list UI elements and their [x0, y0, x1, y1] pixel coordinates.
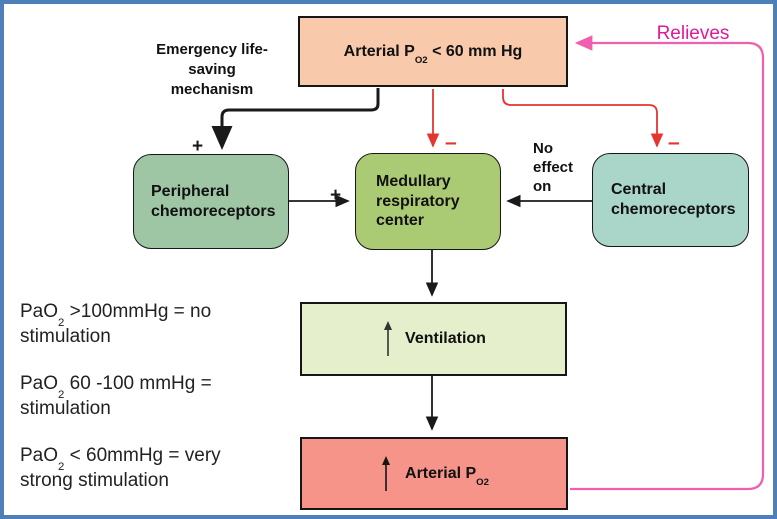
box-medullary-respiratory-center-label: Medullary respiratory center: [376, 173, 460, 230]
note-pao2-below-60: PaO2 < 60mmHg = very strong stimulation: [20, 445, 221, 492]
note-pao2-60-100: PaO2 60 -100 mmHg = stimulation: [20, 373, 212, 420]
arrow-relieves-feedback: [570, 35, 765, 491]
box-central-chemoreceptors: Central chemoreceptors: [592, 153, 749, 247]
note-pao2-above-100: PaO2 >100mmHg = no stimulation: [20, 301, 212, 348]
box-arterial-po2-low: Arterial PO2 < 60 mm Hg: [298, 16, 568, 87]
box-peripheral-chemoreceptors-label: Peripheral chemoreceptors: [151, 182, 276, 220]
minus-sign-central: –: [668, 131, 680, 154]
box-arterial-po2-low-label: Arterial PO2 < 60 mm Hg: [343, 42, 523, 67]
pao2-stimulation-notes: PaO2 >100mmHg = no stimulation PaO2 60 -…: [20, 299, 244, 515]
box-ventilation: Ventilation: [300, 302, 567, 376]
relieves-label: Relieves: [656, 23, 730, 44]
increase-arrow-icon: [382, 455, 391, 491]
box-central-chemoreceptors-label: Central chemoreceptors: [611, 181, 736, 218]
box-arterial-po2-up: Arterial PO2: [300, 437, 568, 510]
no-effect-label: No effect on: [533, 140, 574, 195]
plus-sign-peripheral: +: [192, 136, 204, 157]
minus-sign-medullary: –: [445, 131, 457, 154]
box-arterial-po2-up-label: Arterial PO2: [405, 464, 489, 489]
box-peripheral-chemoreceptors: Peripheral chemoreceptors: [133, 154, 289, 249]
box-ventilation-label: Ventilation: [405, 330, 486, 348]
increase-arrow-icon: [384, 321, 393, 356]
arrow-arterial-to-central-inhibit: [502, 89, 664, 148]
emergency-mechanism-label: Emergency life-saving mechanism: [156, 41, 268, 98]
plus-sign-medullary: +: [330, 185, 342, 206]
box-medullary-respiratory-center: Medullary respiratory center: [355, 153, 501, 250]
